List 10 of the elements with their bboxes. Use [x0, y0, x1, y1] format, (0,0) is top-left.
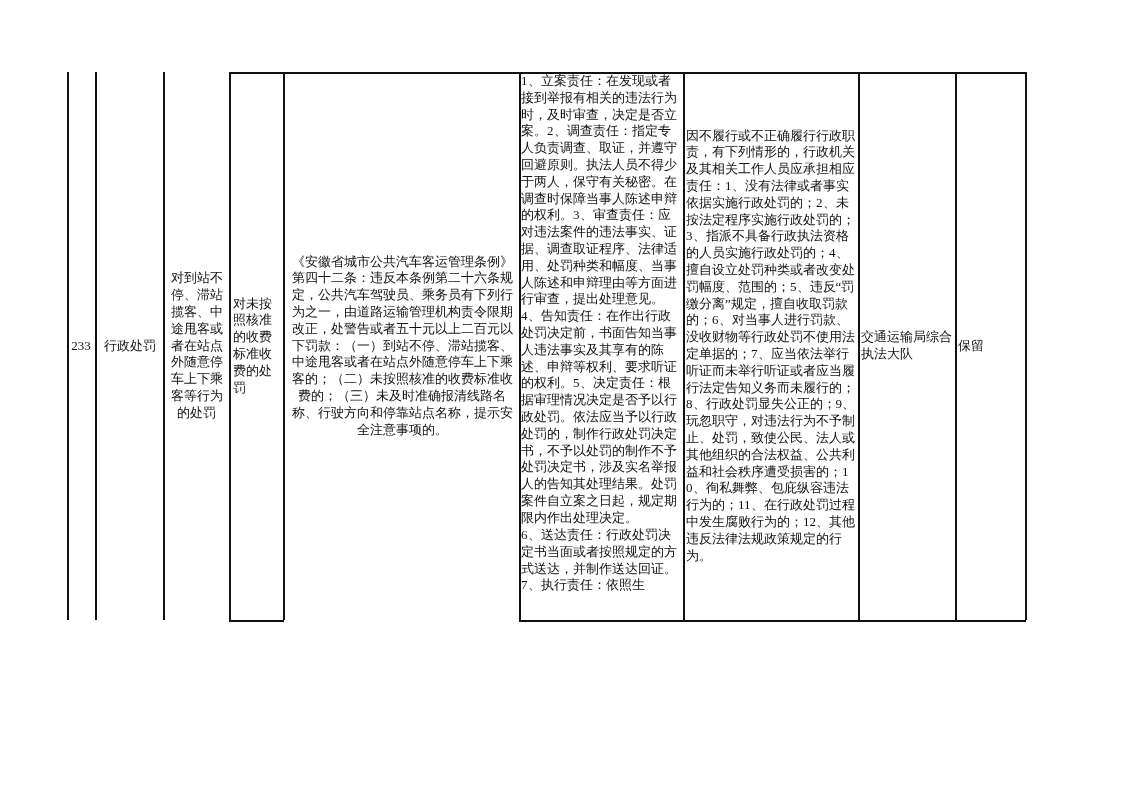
cell-text: 保留	[958, 337, 984, 355]
cell-text: 1、立案责任：在发现或者接到举报有相关的违法行为时，及时审查，决定是否立案。2、调查责任：指定专人负责调查、取证，并遵守回避原则。执法人员不得少于两人，保守有关秘密。在调查时保障当事人陈述申辩的权利。3、审查责任：应对违法案件的违法事实、证据、调查取证程序、法律适用、处罚种类和幅度、当事人陈述和申辩理由等方面进行审查，提出处理意见。4、告知责任：在作出行政处罚决定前，书面告知当事人违法事实及其享有的陈述、申辩等权利、要求听证的权利。5、决定责任：根据审理情况决定是否予以行政处罚。依法应当予以行政处罚的，制作行政处罚决定书，不予以处罚的制作不予处罚决定书，涉及实名举报人的告知其处理结果。处罚案件自立案之日起，规定期限内作出处理决定。	[521, 73, 678, 527]
cell-text: 《安徽省城市公共汽车客运管理条例》第四十二条：违反本条例第二十六条规定，公共汽车驾驶员、乘务员有下列行为之一，由道路运输管理机构责令限期改正，处警告或者五十元以上二百元以下罚款：（一）到站不停、滞站揽客、中途甩客或者在站点外随意停车上下乘客的；（二）未按照核准的收费标准收费的；（三）未及时准确报清线路名称、行驶方向和停靠站点名称，提示安全注意事项的。	[290, 253, 514, 439]
cell-text: 交通运输局综合执法大队	[861, 329, 953, 363]
row-number: 233	[71, 337, 91, 355]
cell-text: 对到站不停、滞站揽客、中途甩客或者在站点外随意停车上下乘客等行为的处罚	[169, 270, 224, 422]
cell-text: 对未按照核准的收费标准收费的处罚	[233, 295, 273, 397]
cell-text: 行政处罚	[103, 337, 156, 355]
cell-text: 6、送达责任：行政处罚决定书当面或者按照规定的方式送达，并制作送达回证。7、执行责任：依照生	[521, 527, 678, 595]
cell-text: 因不履行或不正确履行行政职责，有下列情形的，行政机关及其相关工作人员应承担相应责任：1、没有法律或者事实依据实施行政处罚的；2、未按法定程序实施行政处罚的；3、指派不具备行政执法资格的人员实施行政处罚的；4、擅自设立处罚种类或者改变处罚幅度、范围的；5、违反“罚缴分离”规定，擅自收取罚款的；6、对当事人进行罚款、没收财物等行政处罚不使用法定单据的；7、应当依法举行听证而未举行听证或者应当履行法定告知义务而未履行的；8、行政处罚显失公正的；9、玩忽职守，对违法行为不予制止、处罚，致使公民、法人或其他组织的合法权益、公共利益和社会秩序遭受损害的；10、徇私舞弊、包庇纵容违法行为的；11、在行政处罚过程中发生腐败行为的；12、其他违反法律法规政策规定的行为。	[686, 127, 856, 565]
